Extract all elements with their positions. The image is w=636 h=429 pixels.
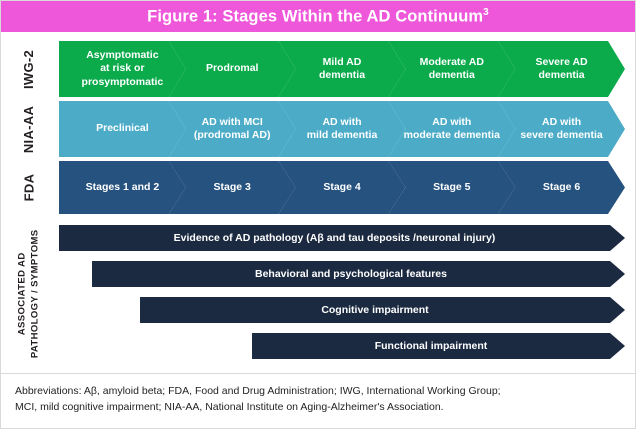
row-label-associated-line1: ASSOCIATED AD (16, 252, 28, 336)
pathology-bar-behavioral[interactable]: Behavioral and psychological features (92, 261, 625, 287)
row-label-iwg2: IWG-2 (1, 41, 57, 97)
chevron-iwg2-2[interactable]: Prodromal (169, 41, 296, 97)
pathology-bar-cognitive-label: Cognitive impairment (321, 304, 429, 316)
associated-pathology-section: ASSOCIATED AD PATHOLOGY / SYMPTOMS Evide… (1, 219, 636, 369)
chevron-track-fda: Stages 1 and 2 Stage 3 Stage 4 Stage 5 S… (59, 161, 625, 214)
chevron-niaaa-2-label: AD with MCI(prodromal AD) (193, 115, 271, 141)
footnote-divider (1, 373, 636, 374)
row-label-fda-text: FDA (21, 173, 37, 202)
chevron-niaaa-1[interactable]: Preclinical (59, 101, 186, 157)
chevron-fda-2[interactable]: Stage 3 (169, 161, 296, 214)
chevron-fda-1[interactable]: Stages 1 and 2 (59, 161, 186, 214)
page-title: Figure 1: Stages Within the AD Continuum… (147, 8, 489, 25)
page-title-text: Figure 1: Stages Within the AD Continuum (147, 7, 484, 26)
stage-row-niaaa: NIA-AA Preclinical AD with MCI(prodromal… (1, 101, 636, 157)
pathology-bar-cognitive[interactable]: Cognitive impairment (140, 297, 625, 323)
row-label-fda: FDA (1, 161, 57, 214)
footnote-line-1: Abbreviations: Aβ, amyloid beta; FDA, Fo… (15, 385, 501, 397)
stage-row-fda: FDA Stages 1 and 2 Stage 3 Stage 4 Stage… (1, 161, 636, 214)
chevron-fda-4[interactable]: Stage 5 (388, 161, 515, 214)
pathology-bar-evidence-label: Evidence of AD pathology (Aβ and tau dep… (173, 232, 496, 244)
pathology-bar-evidence[interactable]: Evidence of AD pathology (Aβ and tau dep… (59, 225, 625, 251)
row-label-niaaa: NIA-AA (1, 101, 57, 157)
row-label-associated-text: ASSOCIATED AD PATHOLOGY / SYMPTOMS (16, 230, 42, 359)
chevron-fda-5-label: Stage 6 (542, 180, 581, 193)
footnote: Abbreviations: Aβ, amyloid beta; FDA, Fo… (15, 383, 623, 416)
page-title-superscript: 3 (483, 7, 489, 18)
chevron-iwg2-2-label: Prodromal (205, 62, 259, 75)
chevron-fda-5[interactable]: Stage 6 (498, 161, 625, 214)
chevron-fda-1-label: Stages 1 and 2 (85, 180, 160, 193)
footnote-line-2: MCI, mild cognitive impairment; NIA-AA, … (15, 401, 444, 414)
chevron-niaaa-2[interactable]: AD with MCI(prodromal AD) (169, 101, 296, 157)
chevron-fda-4-label: Stage 5 (433, 180, 471, 193)
chevron-fda-3-label: Stage 4 (323, 180, 361, 193)
chevron-niaaa-1-label: Preclinical (96, 122, 149, 135)
pathology-bar-functional-label: Functional impairment (374, 340, 488, 352)
row-label-associated-line2: PATHOLOGY / SYMPTOMS (29, 229, 41, 359)
row-label-iwg2-text: IWG-2 (21, 49, 37, 89)
pathology-bar-functional[interactable]: Functional impairment (252, 333, 625, 359)
chevron-track-niaaa: Preclinical AD with MCI(prodromal AD) AD… (59, 101, 625, 157)
chevron-fda-3[interactable]: Stage 4 (279, 161, 406, 214)
chevron-fda-2-label: Stage 3 (213, 180, 251, 193)
row-label-niaaa-text: NIA-AA (21, 105, 37, 153)
pathology-bar-behavioral-label: Behavioral and psychological features (255, 268, 447, 280)
figure-title-bar: Figure 1: Stages Within the AD Continuum… (1, 1, 635, 32)
row-label-associated: ASSOCIATED AD PATHOLOGY / SYMPTOMS (1, 219, 57, 369)
